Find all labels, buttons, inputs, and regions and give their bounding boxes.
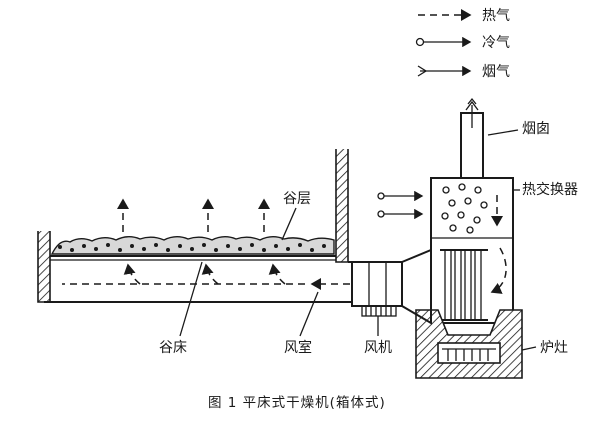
- furnace-firebox: [437, 342, 501, 364]
- chimney-exhaust-icon: [465, 100, 479, 111]
- label-chimney: 烟囱: [522, 121, 550, 137]
- furnace-leader-line: [521, 346, 537, 351]
- label-heat-exchanger: 热交换器: [522, 181, 578, 198]
- grain-texture: [58, 243, 326, 252]
- cold-air-inlet: [377, 190, 424, 220]
- legend-cold-air: 冷气: [415, 35, 510, 51]
- label-furnace: 炉灶: [540, 340, 568, 356]
- figure-caption: 图 1 平床式干燥机(箱体式): [208, 395, 386, 411]
- drying-box: [37, 149, 352, 303]
- chimney-leader-line: [487, 129, 519, 136]
- left-wall: [37, 231, 51, 303]
- cold-air-marker-icon: [415, 37, 425, 47]
- heat-exchanger: [430, 177, 514, 324]
- label-fan: 风机: [364, 340, 392, 356]
- air-chamber-leader-line: [299, 291, 319, 337]
- fan-motor: [361, 305, 397, 317]
- fan-housing: [351, 261, 403, 307]
- grain-layer: [50, 236, 335, 255]
- label-air-chamber: 风室: [284, 339, 312, 356]
- furnace: [415, 309, 523, 379]
- grain-bed-leader-line: [179, 261, 203, 337]
- label-grain-bed: 谷床: [159, 340, 187, 356]
- fan: [351, 248, 432, 325]
- hot-air-flow: [62, 198, 350, 290]
- legend-hot-air-label: 热气: [482, 8, 510, 24]
- grain-layer-leader-line: [281, 207, 297, 241]
- tube-bundle: [440, 249, 488, 321]
- chimney: [460, 97, 484, 179]
- legend-hot-air: 热气: [418, 8, 510, 24]
- furnace-grate: [442, 348, 496, 361]
- legend-flue-gas: 烟气: [417, 64, 510, 80]
- intake-holes: [441, 183, 488, 234]
- legend: 热气 冷气 烟气: [415, 8, 510, 80]
- fan-transition-duct: [401, 248, 432, 325]
- right-wall: [335, 149, 349, 263]
- label-grain-layer: 谷层: [283, 191, 311, 207]
- legend-cold-air-label: 冷气: [482, 35, 510, 51]
- legend-flue-gas-label: 烟气: [482, 64, 510, 80]
